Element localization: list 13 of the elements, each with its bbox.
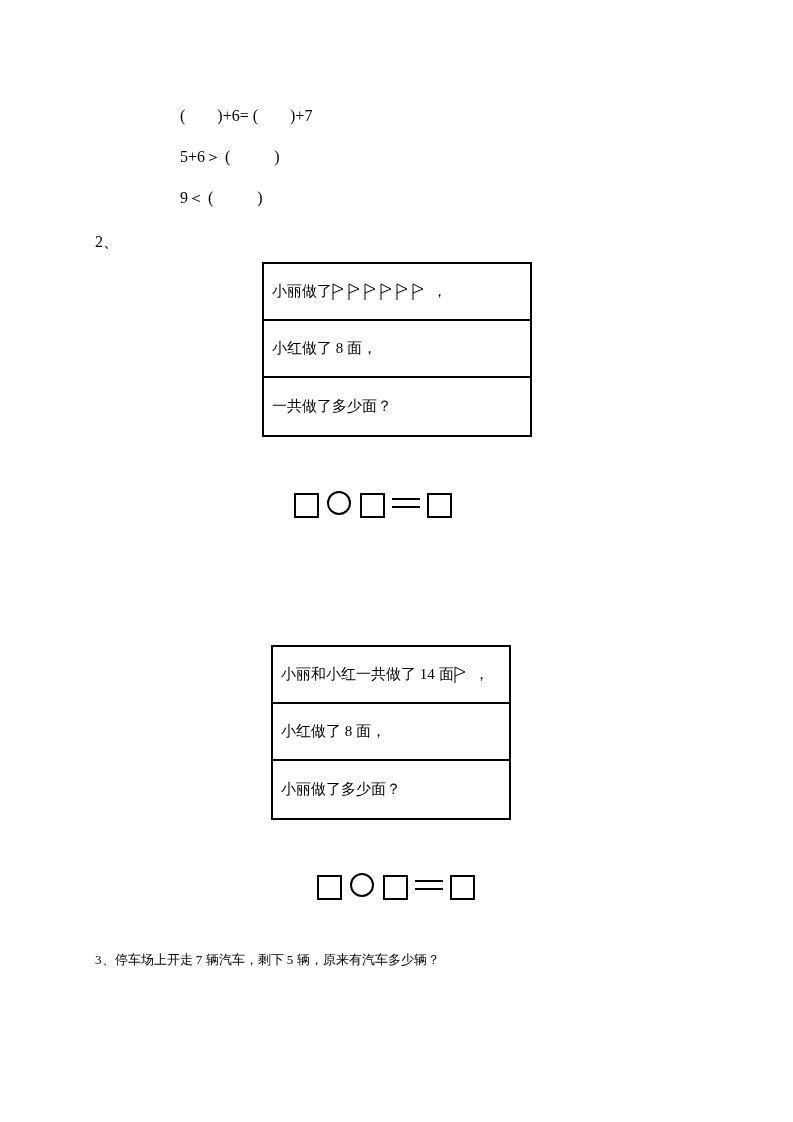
question-number: 2、 bbox=[95, 232, 119, 252]
cell-text: 小红做了 8 面， bbox=[281, 722, 386, 741]
cell-text: 小丽做了 bbox=[272, 282, 332, 301]
cell-text: 一共做了多少面？ bbox=[272, 397, 392, 416]
punctuation-mark: ， bbox=[432, 282, 447, 301]
question-text: 3、停车场上开走 7 辆汽车，剩下 5 辆，原来有汽车多少辆？ bbox=[95, 951, 440, 969]
inequality-text: 5+6＞ ( ) bbox=[180, 147, 280, 168]
cell-text: 小丽做了多少面？ bbox=[281, 780, 401, 799]
equation-text: ( )+6= ( )+7 bbox=[180, 107, 313, 125]
punctuation-mark: ， bbox=[473, 665, 489, 684]
inequality-text: 9＜ ( ) bbox=[180, 188, 263, 209]
cell-text: 小丽和小红一共做了 14 面 bbox=[281, 665, 454, 684]
cell-text: 小红做了 8 面， bbox=[272, 339, 377, 358]
